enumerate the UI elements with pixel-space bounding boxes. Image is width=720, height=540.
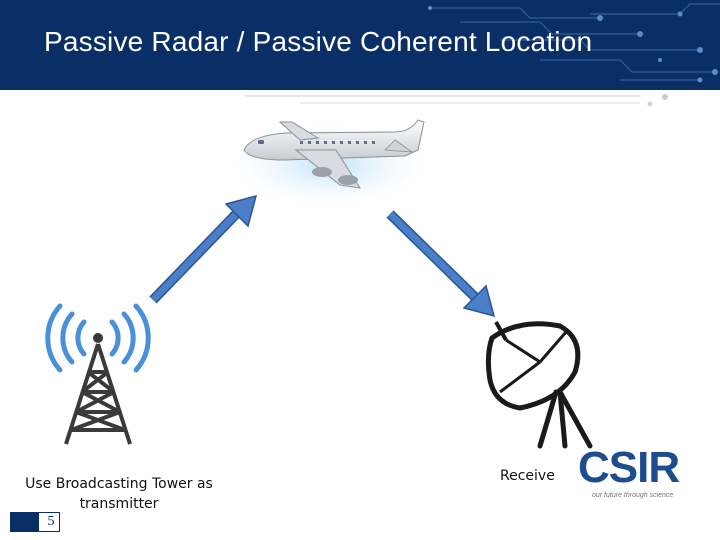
logo-tagline: our future through science — [592, 492, 674, 499]
broadcast-tower-icon — [45, 303, 151, 445]
csir-logo: CSIR our future through science — [578, 443, 686, 500]
transmit-arrow — [149, 194, 258, 304]
slide-number-bar — [11, 513, 39, 531]
slide-number: 5 — [47, 514, 55, 529]
receiver-caption: Receive — [500, 468, 555, 484]
logo-wordmark: CSIR — [578, 443, 680, 492]
transmitter-caption: Use Broadcasting Tower as transmitter — [25, 476, 213, 512]
slide-number-badge: 5 — [10, 512, 60, 532]
satellite-dish-icon — [485, 321, 593, 449]
circuit-decoration — [428, 3, 720, 83]
header-rule — [245, 94, 668, 107]
slide-title: Passive Radar / Passive Coherent Locatio… — [44, 26, 593, 57]
airplane-icon — [235, 119, 425, 205]
reflect-arrow — [386, 210, 496, 318]
slide-header: Passive Radar / Passive Coherent Locatio… — [0, 0, 720, 90]
